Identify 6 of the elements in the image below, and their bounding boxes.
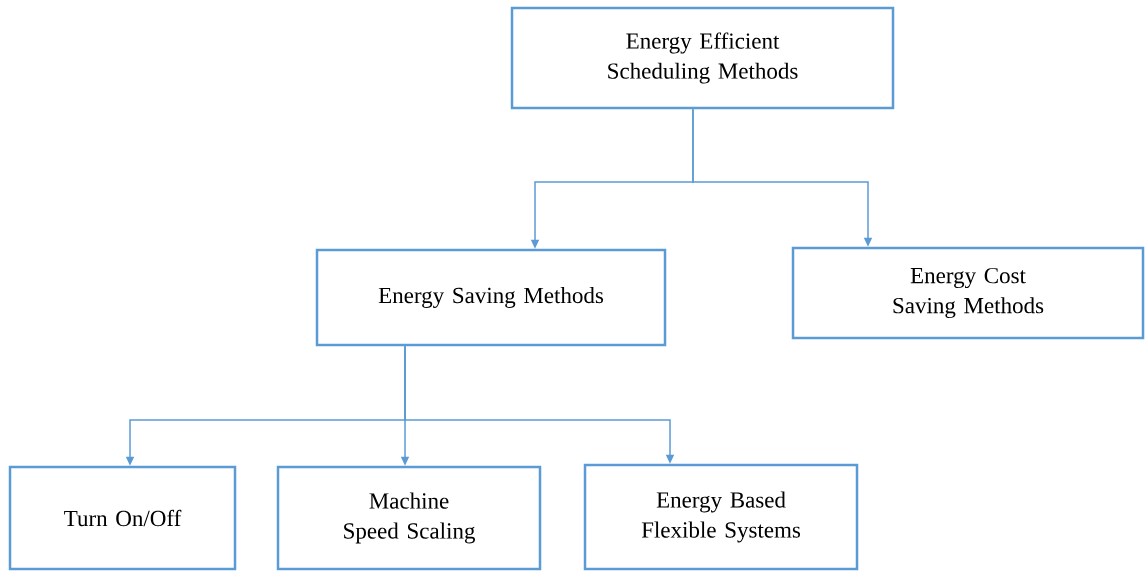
process-box: Turn On/Off [8, 465, 237, 571]
process-box: Machine Speed Scaling [276, 465, 542, 571]
process-box: Energy Based Flexible Systems [583, 463, 859, 571]
process-box: Energy Saving Methods [315, 248, 667, 347]
process-box: Energy Efficient Scheduling Methods [510, 6, 895, 110]
process-box: Energy Cost Saving Methods [791, 246, 1145, 340]
